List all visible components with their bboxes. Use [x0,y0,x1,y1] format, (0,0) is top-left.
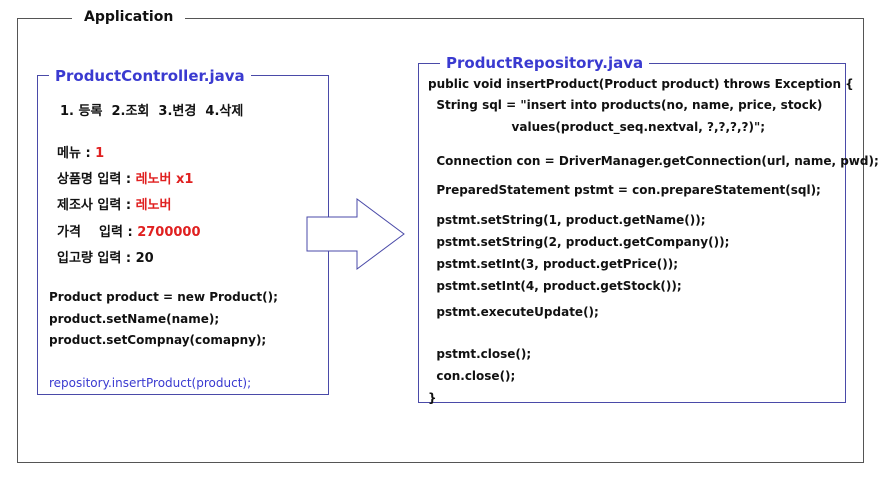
field-label: 제조사 입력 : [57,198,136,213]
repository-code-line: public void insertProduct(Product produc… [428,77,854,91]
field-value: 1 [95,146,105,161]
repository-code-line: values(product_seq.nextval, ?,?,?,?)"; [428,120,766,134]
repository-code-line: pstmt.setString(2, product.getCompany())… [428,235,730,249]
field-product-name: 상품명 입력 : 레노버 x1 [57,172,193,188]
repository-code-line: } [428,391,437,405]
repository-code-line: pstmt.setString(1, product.getName()); [428,213,706,227]
field-menu: 메뉴 : 1 [57,146,104,162]
repository-title: ProductRepository.java [440,53,650,73]
menu-options: 1. 등록 2.조회 3.변경 4.삭제 [60,104,244,119]
controller-code-line: Product product = new Product(); [49,290,278,304]
field-stock: 입고량 입력 : 20 [57,251,154,267]
field-label: 상품명 입력 : [57,172,136,187]
field-company: 제조사 입력 : 레노버 [57,198,171,214]
field-value: 레노버 [135,198,172,213]
controller-code-line: product.setName(name); [49,312,220,326]
repository-code-line: pstmt.executeUpdate(); [428,305,599,319]
controller-code-line: product.setCompnay(comapny); [49,333,267,347]
field-value: 2700000 [137,225,201,240]
repository-code-line: pstmt.close(); [428,347,532,361]
controller-title: ProductController.java [49,66,251,86]
application-frame [17,18,864,463]
repository-code-line: Connection con = DriverManager.getConnec… [428,154,879,168]
field-label: 가격 입력 : [57,225,138,240]
repository-panel [418,63,846,403]
controller-panel [37,75,329,395]
repository-code-line: pstmt.setInt(3, product.getPrice()); [428,257,679,271]
repository-code-line: con.close(); [428,369,516,383]
repository-code-line: String sql = "insert into products(no, n… [428,98,823,112]
field-price: 가격 입력 : 2700000 [57,225,201,241]
repository-code-line: PreparedStatement pstmt = con.prepareSta… [428,183,821,197]
repository-code-line: pstmt.setInt(4, product.getStock()); [428,279,682,293]
field-label: 메뉴 : [57,146,96,161]
flow-arrow-icon [306,198,405,270]
field-value: 레노버 x1 [135,172,194,187]
repository-call: repository.insertProduct(product); [49,376,252,390]
field-label: 입고량 입력 : [57,251,136,266]
field-value: 20 [135,251,154,266]
application-title: Application [72,8,186,26]
